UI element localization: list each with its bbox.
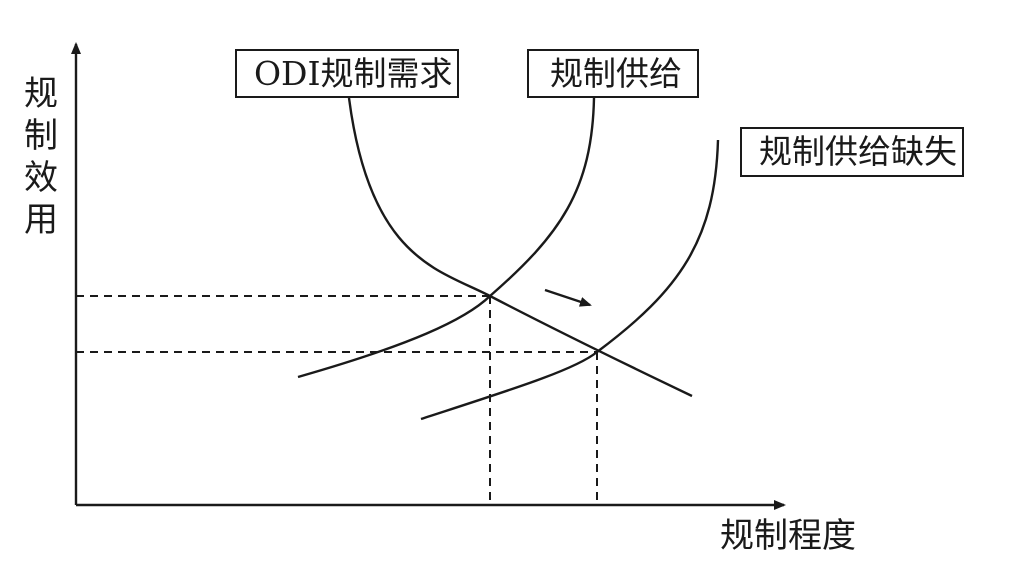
supply-label: 规制供给	[550, 54, 682, 93]
supply-deficit-curve	[420, 139, 720, 421]
y-axis-label: 规 制 效 用	[24, 74, 58, 240]
y-axis-label-char: 规	[24, 74, 58, 114]
y-axis-label-char: 用	[24, 200, 58, 240]
supply-label-box: 规制供给	[527, 49, 699, 98]
y-axis-label-char: 效	[24, 158, 58, 198]
supply-curve	[297, 97, 596, 379]
demand-label: ODI规制需求	[254, 54, 453, 93]
shift-arrow	[544, 288, 592, 307]
y-axis-label-char: 制	[24, 116, 58, 156]
x-axis-label: 规制程度	[720, 516, 856, 556]
supply-deficit-label-box: 规制供给缺失	[740, 127, 964, 177]
supply-deficit-label: 规制供给缺失	[759, 132, 957, 171]
demand-label-box: ODI规制需求	[235, 49, 459, 98]
